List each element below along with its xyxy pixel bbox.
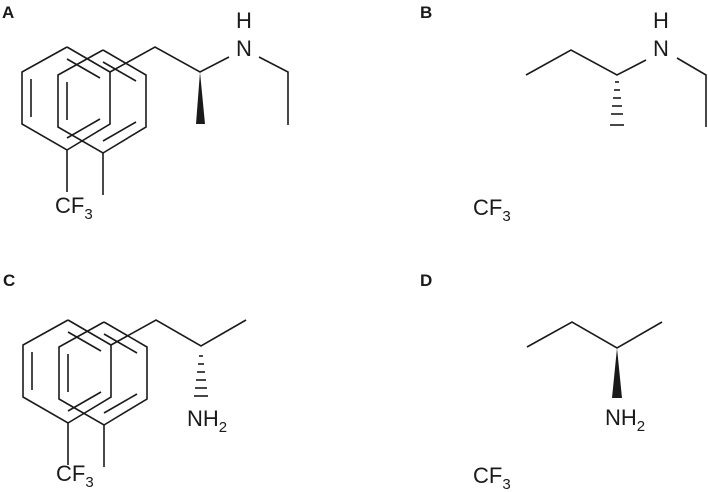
cf3-label-b: CF3 (473, 195, 511, 225)
panel-a: A N H CF3 (2, 3, 289, 223)
panel-b: B N H CF3 (57, 3, 707, 225)
panel-label-a: A (2, 3, 14, 22)
wedge-bond-d (612, 348, 622, 398)
panel-c: C NH2 CF3 (3, 271, 247, 491)
cf3-label-a: CF3 (55, 193, 93, 223)
panel-label-b: B (420, 3, 432, 22)
hydrogen-label-a: H (236, 8, 252, 33)
hashed-bond-c (194, 355, 208, 397)
benzene-ring-b (57, 49, 147, 196)
wedge-bond-a (196, 72, 205, 124)
benzene-ring-a (21, 46, 111, 193)
nitrogen-label-a: N (236, 36, 252, 61)
amine-label-c: NH2 (187, 406, 227, 436)
nitrogen-label-b: N (653, 36, 669, 61)
amine-label-d: NH2 (605, 405, 645, 435)
benzene-ring-d (58, 321, 148, 468)
hydrogen-label-b: H (653, 8, 669, 33)
cf3-label-c: CF3 (56, 461, 94, 491)
panel-label-c: C (3, 271, 15, 290)
hashed-bond-b (610, 81, 624, 126)
panel-d: D NH2 CF3 (58, 271, 663, 492)
panel-label-d: D (420, 271, 432, 290)
cf3-label-d: CF3 (473, 463, 511, 492)
